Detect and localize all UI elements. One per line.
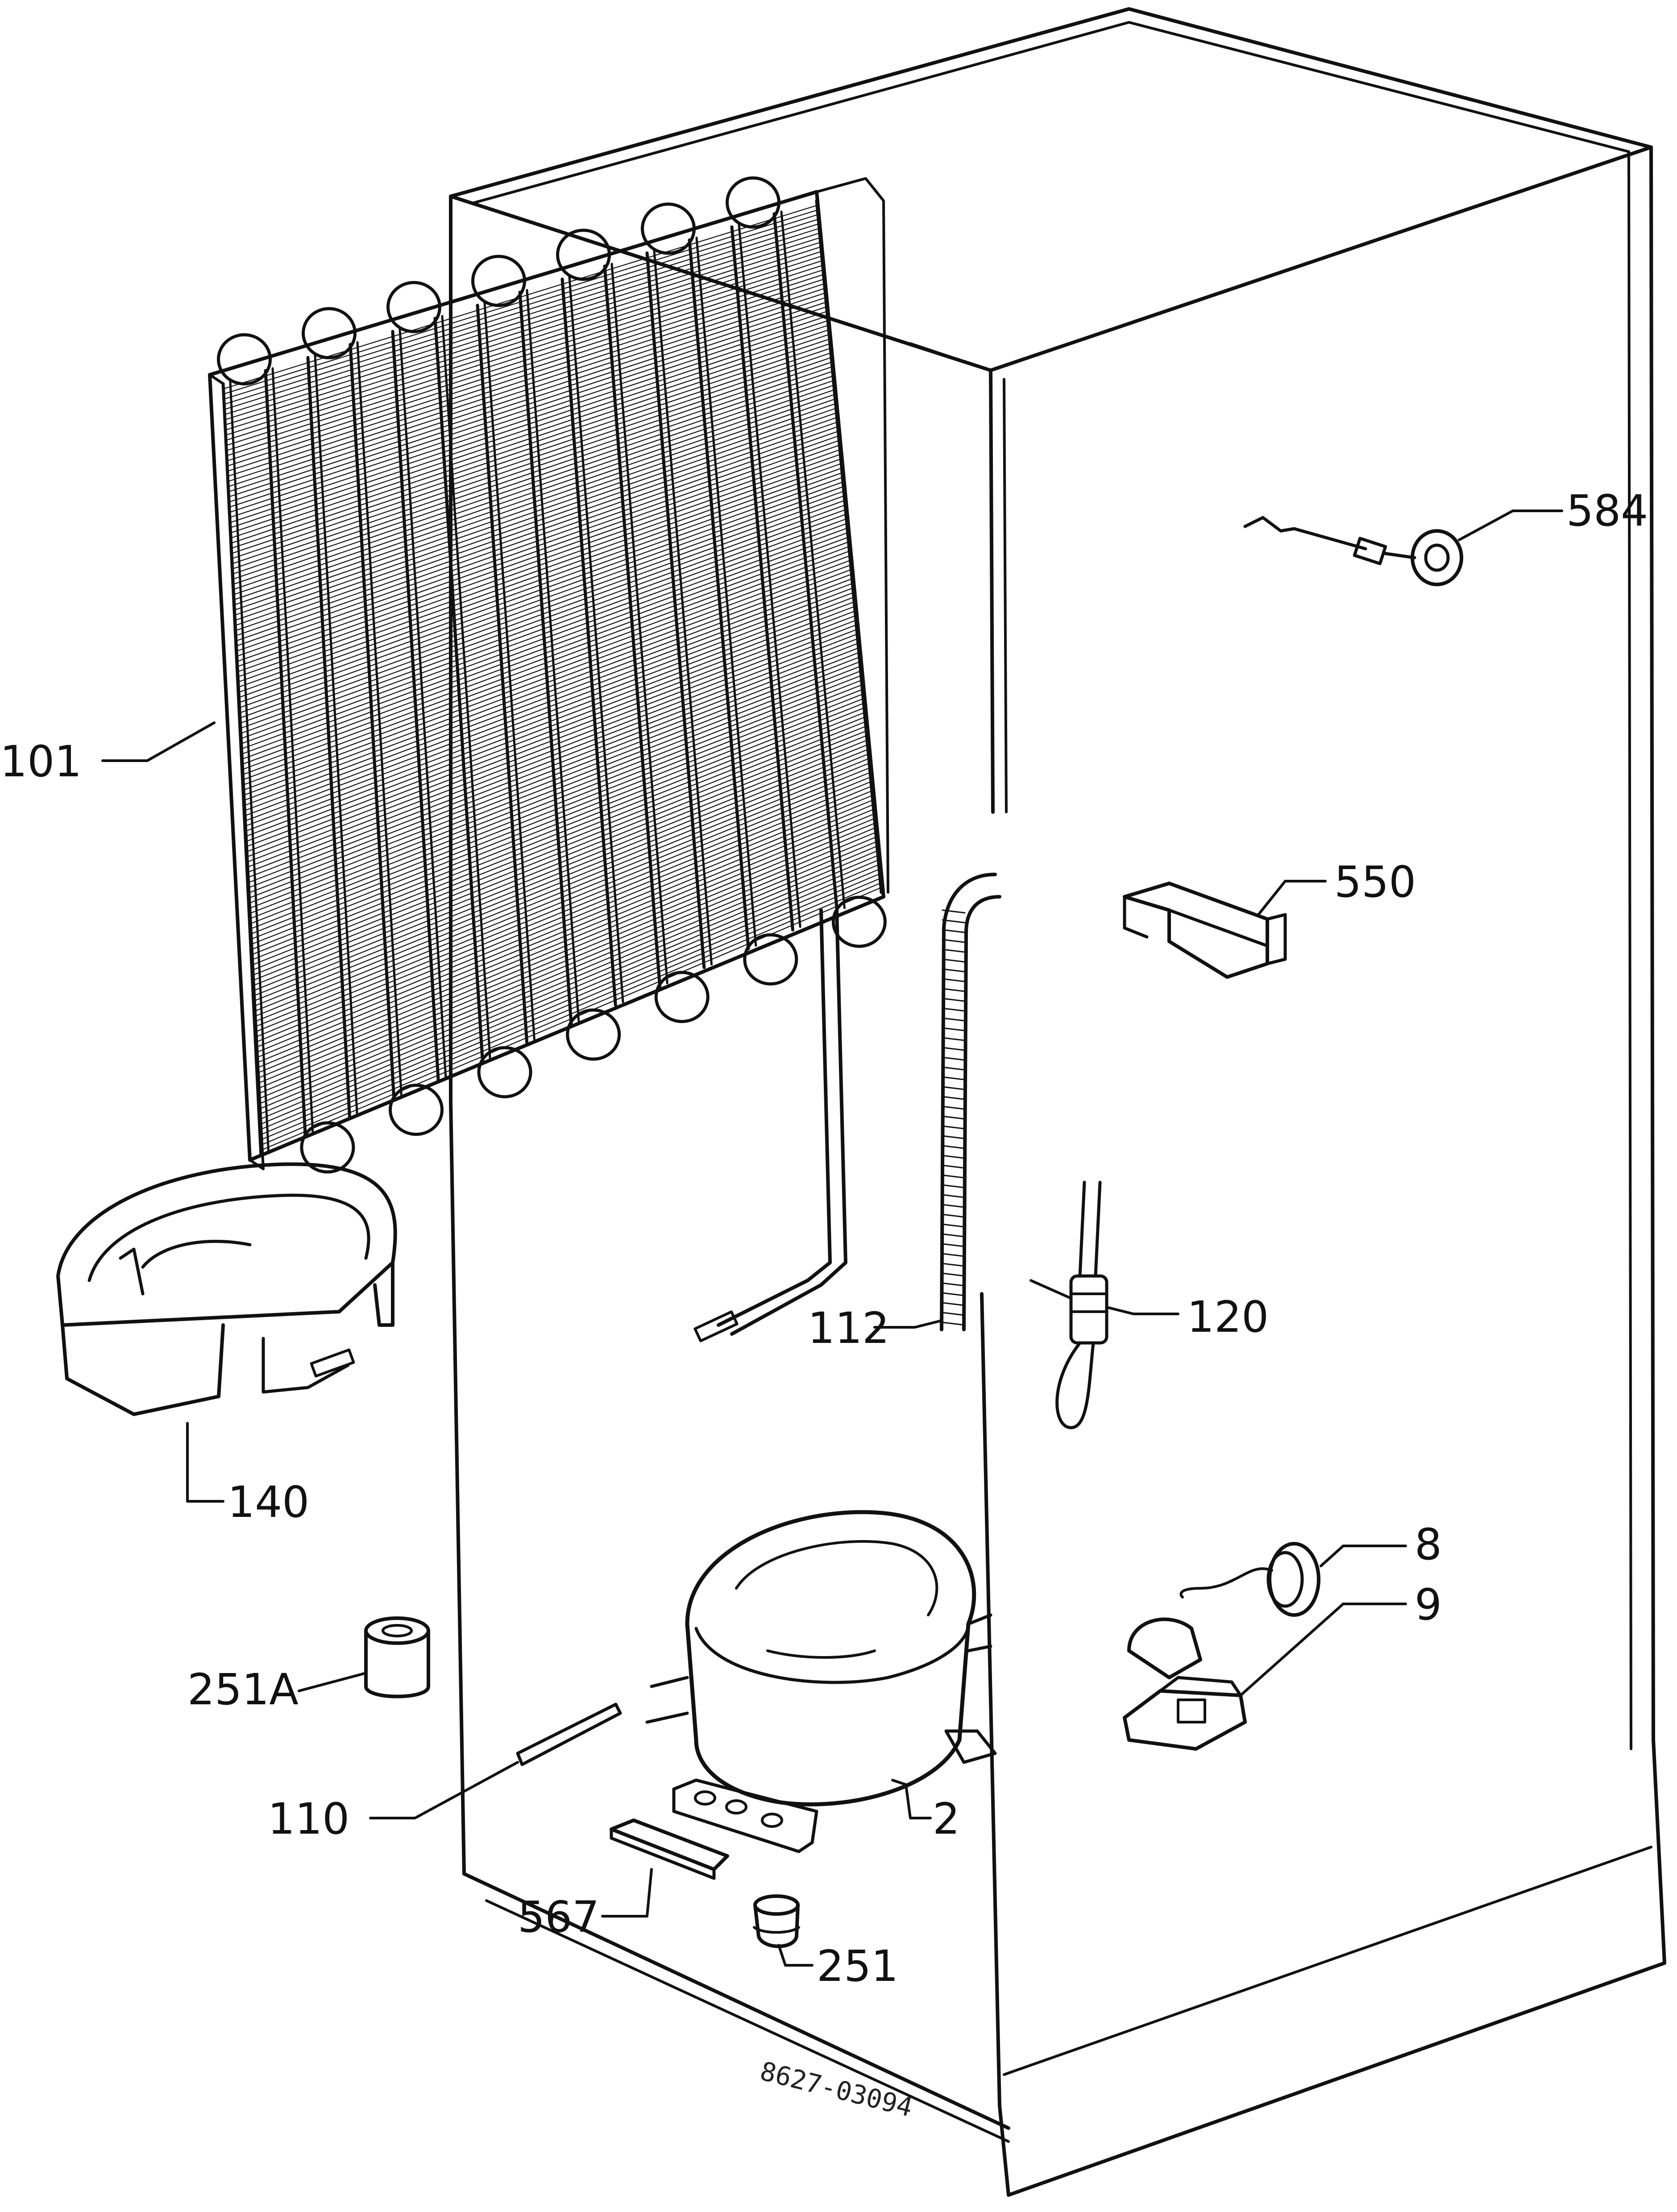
label-110: 110: [268, 1794, 349, 1844]
rubber-grommet-251a: [364, 1616, 430, 1698]
hose-ribs: [942, 909, 966, 1326]
lamp-holder: [1243, 516, 1463, 586]
overload-protector: [1123, 1617, 1247, 1751]
label-120: 120: [1187, 1292, 1269, 1342]
label-251a: 251A: [187, 1665, 299, 1715]
refrigerator-cabinet: [449, 7, 1666, 2197]
thermostat-sensor: [1029, 1181, 1108, 1429]
condenser-top-loops: [217, 176, 780, 385]
label-251: 251: [817, 1941, 898, 1991]
drawing-reference-number: 8627-03094: [757, 2056, 916, 2123]
label-101: 101: [0, 737, 82, 787]
drain-hose: [940, 873, 1001, 1331]
label-584: 584: [1566, 486, 1648, 536]
cabinet-top: [449, 7, 1653, 372]
label-567: 567: [518, 1892, 599, 1942]
label-140: 140: [228, 1477, 309, 1527]
compressor: [645, 1510, 997, 1853]
rubber-grommet-251: [753, 1894, 800, 1948]
mounting-bracket: [1123, 882, 1287, 979]
label-112: 112: [808, 1303, 889, 1353]
label-550: 550: [1334, 857, 1416, 907]
drip-tray: [56, 1162, 397, 1416]
leader-lines: [101, 510, 1563, 1967]
label-2: 2: [933, 1794, 960, 1844]
cabinet-front-corner: [989, 369, 995, 814]
condenser-fins: [221, 199, 883, 1157]
cabinet-bottom-edge: [462, 1872, 1010, 2130]
label-8: 8: [1415, 1520, 1442, 1570]
condenser-bottom-loops: [300, 895, 887, 1174]
cabinet-front-right-edge: [1649, 145, 1666, 1965]
label-9: 9: [1415, 1580, 1442, 1630]
start-relay: [1179, 1542, 1320, 1617]
cabinet-left-edge: [449, 195, 466, 1876]
condenser-coil: [208, 176, 889, 1342]
connecting-pipe: [516, 1702, 622, 1766]
spacer-plate: [610, 1818, 729, 1880]
